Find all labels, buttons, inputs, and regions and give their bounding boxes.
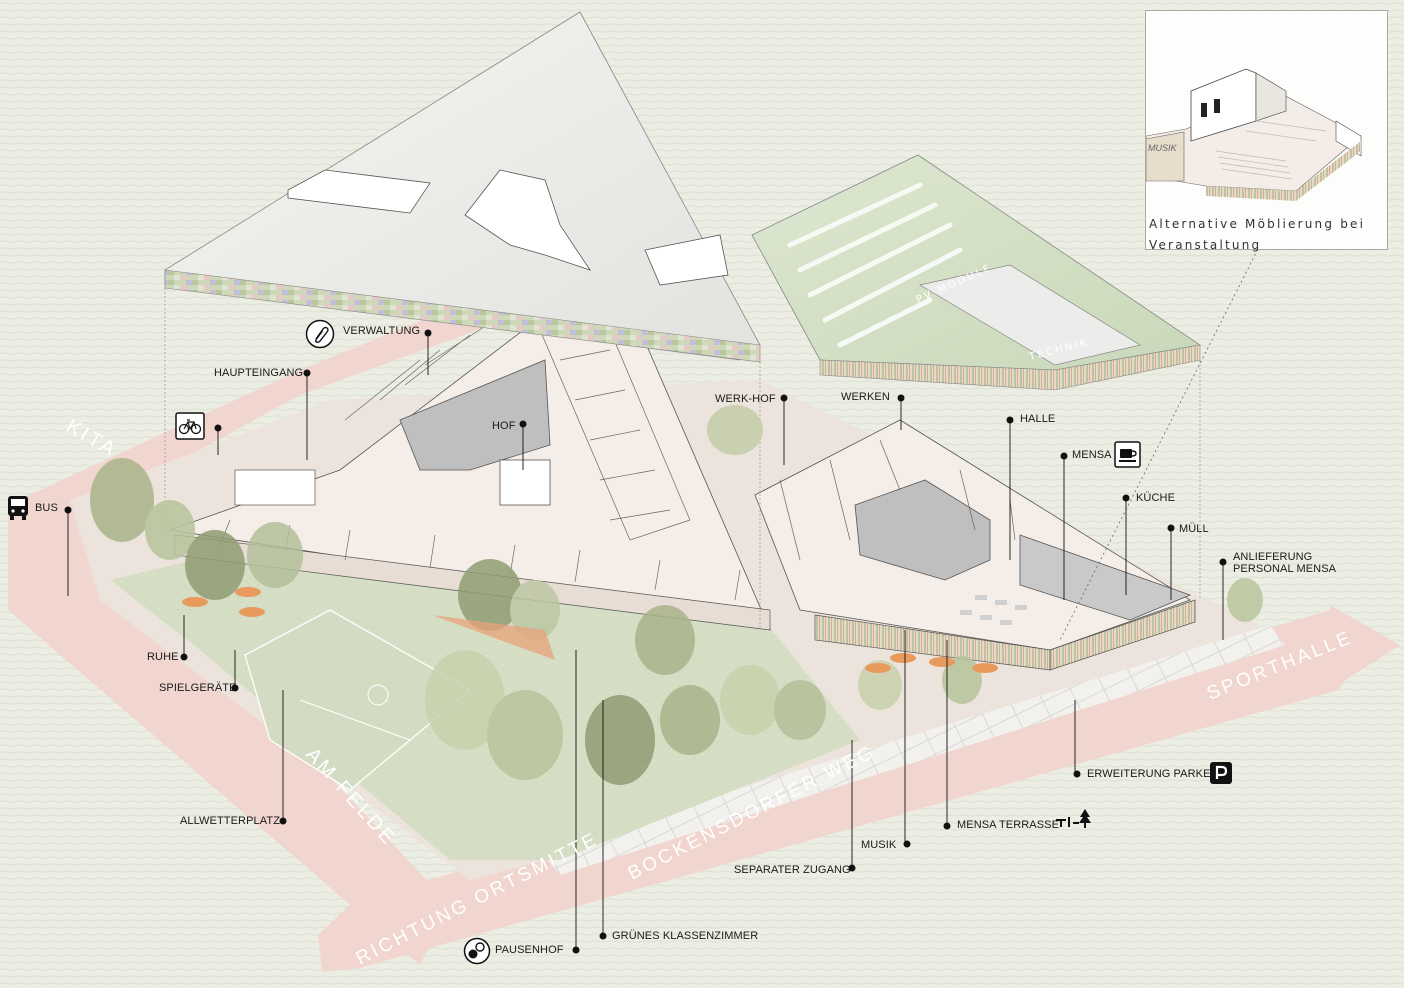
label-erweiterung-parken: ERWEITERUNG PARKEN	[1087, 768, 1219, 780]
street-kita	[8, 280, 560, 555]
label-verwaltung: VERWALTUNG	[343, 325, 421, 337]
bus-icon	[8, 496, 28, 520]
bicycle-icon	[175, 412, 205, 440]
parking-icon	[1210, 762, 1232, 784]
street-arrow-head-sporthalle	[1330, 605, 1400, 690]
label-haupteingang: HAUPTEINGANG	[214, 367, 304, 379]
cup-icon	[1114, 441, 1141, 468]
right-building-complex	[754, 419, 1196, 671]
paved-strip	[540, 625, 1285, 875]
umbrellas	[182, 587, 998, 673]
shade-sail	[432, 615, 555, 660]
floating-roof-left	[164, 11, 761, 630]
inset-caption: Alternative Möblierung bei Veranstaltung	[1149, 217, 1366, 252]
inset-room-label-musik: MUSIK	[1148, 143, 1178, 153]
street-arrow-head-ortsmitte	[318, 895, 360, 972]
label-muell: MÜLL	[1179, 523, 1209, 535]
label-musik: MUSIK	[861, 839, 897, 851]
label-allwetterplatz: ALLWETTERPLATZ	[180, 815, 281, 827]
label-bus: BUS	[35, 502, 58, 514]
label-mensa: MENSA	[1072, 449, 1112, 461]
terrace-furniture-icon	[1056, 809, 1091, 828]
label-mensa-terrasse: MENSA TERRASSE	[957, 819, 1060, 831]
paperclip-icon	[305, 319, 335, 349]
floating-roof-pv	[751, 154, 1261, 641]
label-separater-zugang: SEPARATER ZUGANG	[734, 864, 851, 876]
street-am-felde	[8, 500, 450, 965]
label-ruhe: RUHE	[147, 651, 179, 663]
label-anlieferung: ANLIEFERUNG PERSONAL MENSA	[1233, 551, 1337, 575]
label-hof: HOF	[492, 420, 516, 432]
label-werk-hof: WERK-HOF	[715, 393, 776, 405]
inset-drawing: MUSIK	[1146, 68, 1362, 201]
label-werken: WERKEN	[841, 391, 890, 403]
trees	[90, 405, 1263, 785]
label-kueche: KÜCHE	[1136, 492, 1176, 504]
pausenhof-icon	[463, 937, 491, 965]
label-gruenes-klassenzimmer: GRÜNES KLASSENZIMMER	[612, 930, 759, 942]
leader-lines	[67, 333, 1224, 950]
label-pausenhof: PAUSENHOF	[495, 944, 564, 956]
leader-dots	[64, 329, 1227, 954]
label-spielgeraete: SPIELGERÄTE	[159, 682, 237, 694]
label-halle: HALLE	[1020, 413, 1056, 425]
inset-alternative-furniture: MUSIK Alternative Möblierung bei Veranst…	[1145, 10, 1388, 252]
